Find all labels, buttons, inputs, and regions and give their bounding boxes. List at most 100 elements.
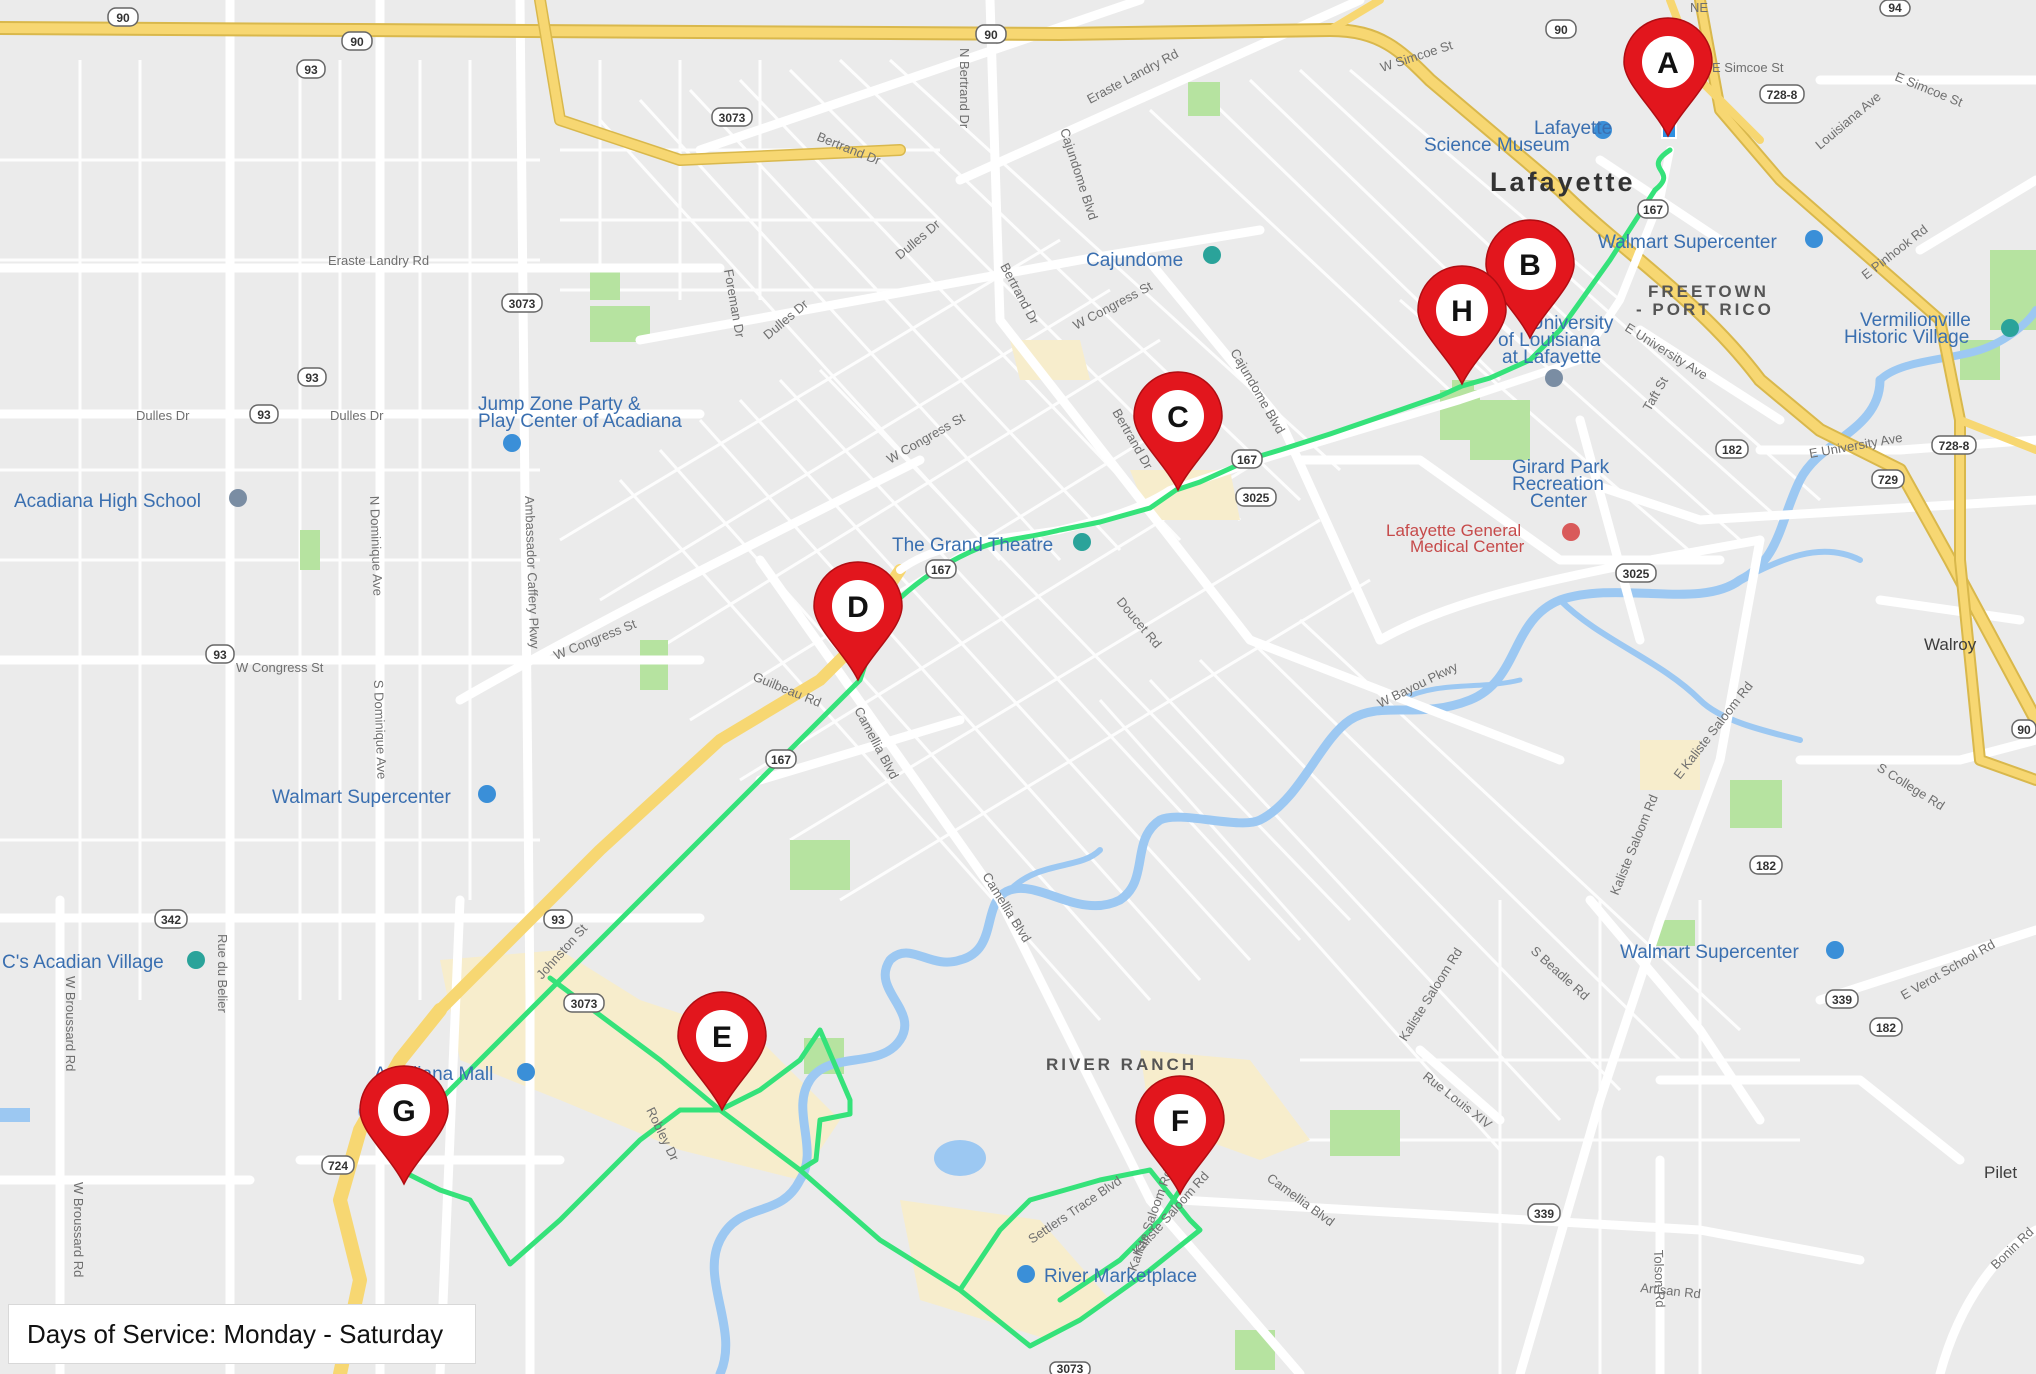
stop-label: C (1167, 401, 1189, 434)
stop-label: D (847, 591, 869, 624)
girard-park-label: Girard Park (1512, 457, 1610, 478)
hospital-icon (1562, 523, 1580, 541)
school-icon (229, 489, 247, 507)
svg-text:90: 90 (350, 35, 364, 49)
shield-182: 182 (1715, 439, 1749, 459)
vermilionville-label: Historic Village (1844, 327, 1969, 348)
acadian-village-label: C's Acadian Village (2, 952, 164, 973)
svg-text:90: 90 (116, 11, 130, 25)
stop-marker-d[interactable]: D (813, 561, 903, 682)
svg-text:3073: 3073 (509, 297, 536, 311)
bus-route-loop-mid (1057, 1187, 1183, 1303)
shield-167: 167 (765, 749, 797, 769)
stop-label: H (1451, 295, 1473, 328)
street-label: Ambassador Caffery Pkwy (522, 496, 542, 650)
svg-text:342: 342 (161, 913, 181, 927)
svg-text:729: 729 (1878, 473, 1898, 487)
shield-93: 93 (296, 59, 326, 79)
svg-text:167: 167 (1643, 203, 1663, 217)
girard-park-label: Recreation (1512, 474, 1604, 495)
science-museum-label: Science Museum (1424, 135, 1570, 156)
stop-markers[interactable]: A B C D E F G H (359, 17, 1713, 1196)
svg-text:94: 94 (1888, 1, 1902, 15)
acadiana-high-label: Acadiana High School (14, 491, 201, 512)
svg-text:3073: 3073 (571, 997, 598, 1011)
shield-728-8: 728-8 (1759, 84, 1805, 104)
university-label: University (1530, 313, 1614, 334)
museum-icon (2001, 319, 2019, 337)
svg-text:93: 93 (551, 913, 565, 927)
shield-90: 90 (341, 31, 373, 51)
svg-text:182: 182 (1876, 1021, 1896, 1035)
svg-text:93: 93 (213, 648, 227, 662)
shopping-icon (1826, 941, 1844, 959)
street-label: Tolson Rd (1651, 1250, 1668, 1308)
shopping-icon (1017, 1265, 1035, 1283)
neighborhood-label: - PORT RICO (1636, 300, 1774, 319)
shield-167: 167 (1637, 199, 1669, 219)
pin-badge (378, 1084, 430, 1136)
shield-167: 167 (925, 559, 957, 579)
svg-text:93: 93 (305, 371, 319, 385)
stop-marker-b[interactable]: B (1485, 219, 1575, 340)
svg-text:724: 724 (328, 1159, 348, 1173)
pin-badge (1436, 284, 1488, 336)
stop-label: G (392, 1095, 415, 1128)
river-marketplace-label: River Marketplace (1044, 1266, 1197, 1287)
shield-90: 90 (975, 24, 1007, 44)
stop-label: E (712, 1021, 732, 1054)
shield-93: 93 (205, 644, 235, 664)
shield-3073: 3073 (711, 107, 753, 127)
svg-text:167: 167 (931, 563, 951, 577)
svg-text:182: 182 (1756, 859, 1776, 873)
street-label: Rue du Belier (215, 934, 230, 1013)
pin-badge (1504, 238, 1556, 290)
svg-text:90: 90 (2017, 723, 2031, 737)
shield-729: 729 (1871, 469, 1905, 489)
svg-text:339: 339 (1534, 1207, 1554, 1221)
svg-text:90: 90 (1554, 23, 1568, 37)
shield-3073: 3073 (501, 293, 543, 313)
svg-text:93: 93 (304, 63, 318, 77)
svg-text:167: 167 (771, 753, 791, 767)
pin-badge (696, 1010, 748, 1062)
street-label: W Congress St (236, 660, 324, 675)
pin-badge (1154, 1094, 1206, 1146)
stop-label: B (1519, 249, 1541, 282)
museum-icon (1594, 121, 1612, 139)
street-label: S Dominique Ave (371, 680, 389, 780)
stop-marker-f[interactable]: F (1135, 1075, 1225, 1196)
stop-marker-h[interactable]: H (1417, 265, 1507, 386)
stop-marker-c[interactable]: C (1133, 371, 1223, 492)
area-label: Walroy (1924, 635, 1977, 654)
shield-90: 90 (2011, 719, 2036, 739)
stop-label: A (1657, 47, 1679, 80)
stop-marker-g[interactable]: G (359, 1065, 449, 1186)
stadium-icon (1203, 246, 1221, 264)
university-label: of Louisiana (1498, 330, 1601, 351)
shield-93: 93 (249, 404, 279, 424)
svg-text:3025: 3025 (1623, 567, 1650, 581)
neighborhood-label: FREETOWN (1648, 282, 1769, 301)
street-label: Dulles Dr (136, 408, 190, 423)
bus-route-loop-east (547, 975, 1203, 1349)
hospital-label: Medical Center (1410, 537, 1525, 556)
girard-park-label: Center (1530, 491, 1588, 512)
stop-marker-e[interactable]: E (677, 991, 767, 1112)
vermilion-river (709, 306, 2036, 1374)
street-label: Dulles Dr (330, 408, 384, 423)
street-grid (0, 58, 1821, 1374)
school-icon (1545, 369, 1563, 387)
shopping-icon (1805, 230, 1823, 248)
pin-badge (832, 580, 884, 632)
walmart-label: Walmart Supercenter (1598, 232, 1777, 253)
shield-90: 90 (1545, 19, 1577, 39)
shield-167: 167 (1231, 449, 1263, 469)
science-museum-label: Lafayette (1534, 118, 1612, 139)
shield-3073: 3073 (1049, 1361, 1091, 1374)
shield-93: 93 (297, 367, 327, 387)
shopping-icon (517, 1063, 535, 1081)
stop-marker-a[interactable]: A (1623, 17, 1713, 138)
shield-3025: 3025 (1615, 563, 1657, 583)
